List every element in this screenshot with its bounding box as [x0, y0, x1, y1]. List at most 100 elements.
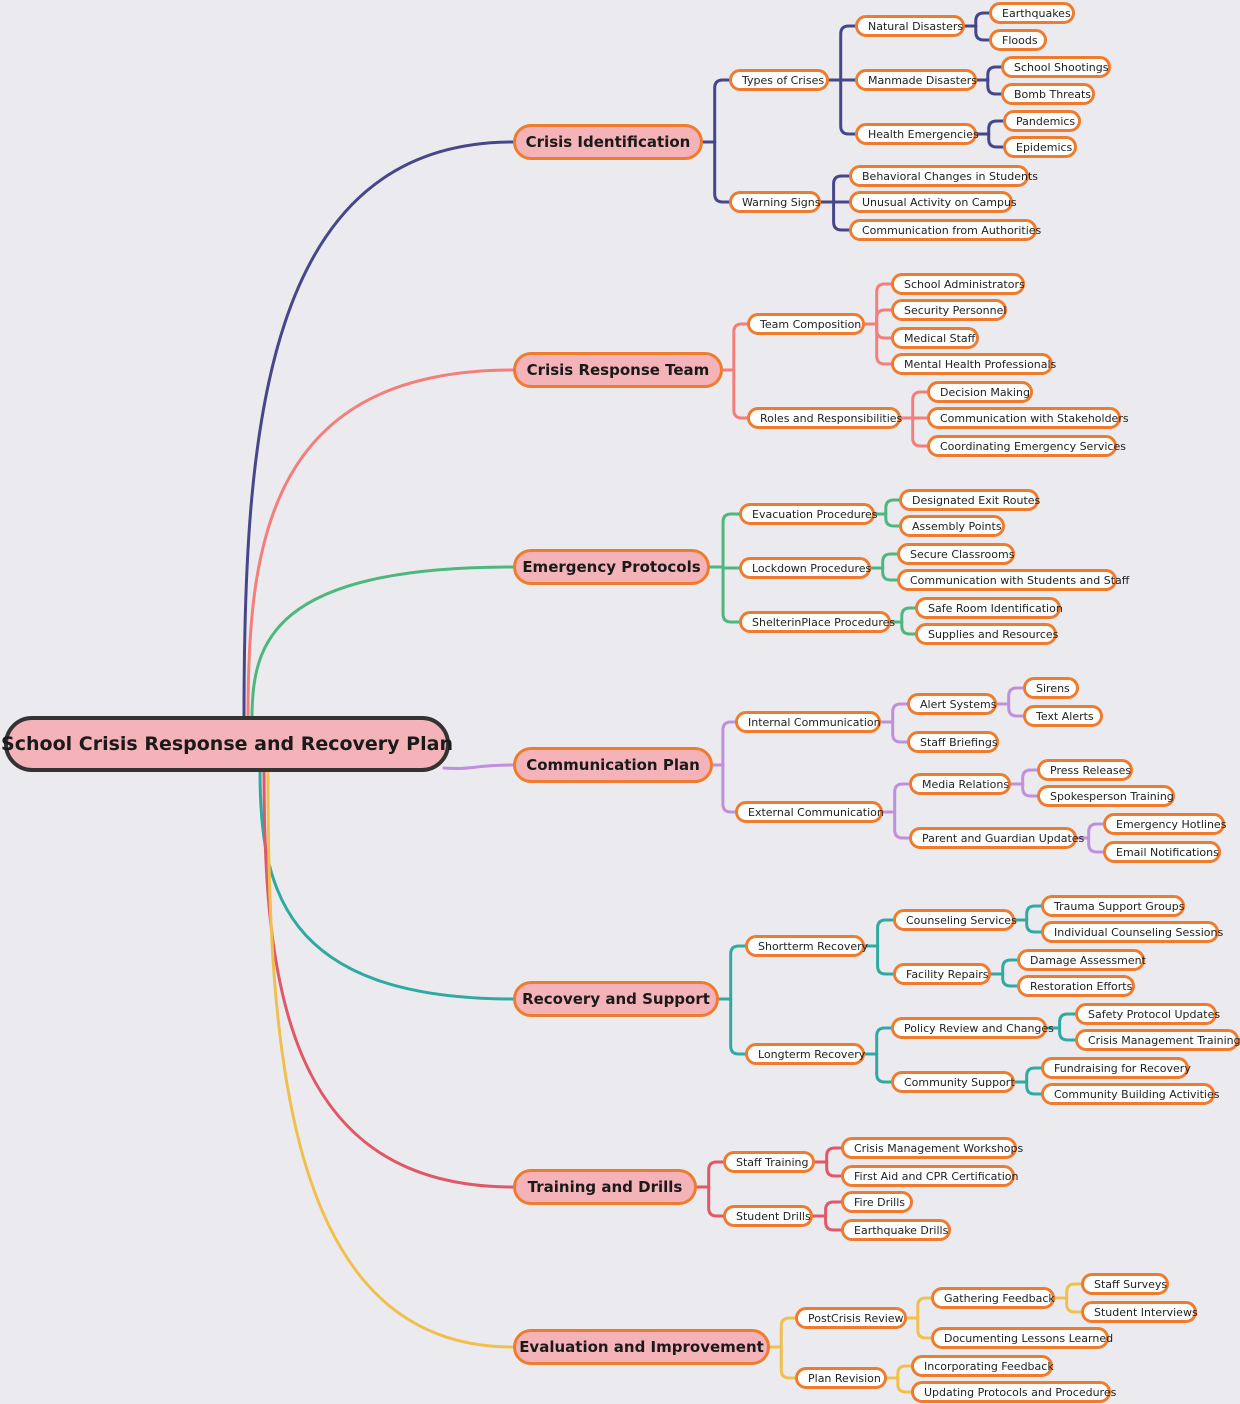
node-media-relations-bracket-link-0 [1021, 768, 1039, 786]
node-safety-protocol-updates: Safety Protocol Updates [1075, 1003, 1220, 1025]
node-lockdown-procedures-label: Lockdown Procedures [752, 561, 872, 575]
node-postcrisis-review-bracket-link-1 [916, 1316, 933, 1340]
node-team-composition-bracket-link-3 [875, 322, 893, 366]
node-external-communication-bracket-link-1 [893, 810, 911, 840]
branch-communication-plan: Communication Plan [513, 747, 713, 783]
node-fire-drills-label: Fire Drills [854, 1195, 906, 1209]
node-roles-and-responsibilities-bracket-link-0 [911, 390, 929, 420]
node-school-shootings-label: School Shootings [1014, 60, 1109, 74]
node-student-drills-bracket-link-0 [824, 1200, 843, 1218]
branch-crisis-response-team: Crisis Response Team [513, 352, 723, 388]
node-shelterinplace-procedures-bracket-link-0 [900, 606, 917, 624]
node-gathering-feedback-bracket-link-1 [1065, 1296, 1083, 1314]
node-shelterinplace-procedures-label: ShelterinPlace Procedures [752, 615, 896, 629]
branch-training-and-drills-curve [262, 768, 515, 1189]
node-community-support-label: Community Support [904, 1075, 1015, 1089]
node-assembly-points: Assembly Points [899, 515, 1005, 537]
branch-recovery-and-support: Recovery and Support [513, 981, 719, 1017]
node-postcrisis-review-label: PostCrisis Review [808, 1311, 904, 1325]
node-team-composition-bracket-link-2 [875, 322, 893, 340]
node-community-building-activities-label: Community Building Activities [1054, 1087, 1220, 1101]
node-evacuation-procedures: Evacuation Procedures [739, 503, 878, 525]
node-behavioral-changes-in-students: Behavioral Changes in Students [849, 165, 1038, 187]
node-internal-communication-bracket-link-1 [891, 720, 909, 744]
node-media-relations-label: Media Relations [922, 777, 1010, 791]
node-gathering-feedback-bracket-link-0 [1065, 1282, 1083, 1300]
node-staff-training-label: Staff Training [736, 1155, 809, 1169]
node-spokesperson-training: Spokesperson Training [1037, 785, 1175, 807]
node-staff-surveys: Staff Surveys [1081, 1273, 1169, 1295]
node-student-interviews: Student Interviews [1081, 1301, 1198, 1323]
node-internal-communication-bracket-link-0 [891, 702, 909, 724]
node-health-emergencies-label: Health Emergencies [868, 127, 979, 141]
node-facility-repairs-label: Facility Repairs [906, 967, 989, 981]
node-security-personnel: Security Personnel [891, 299, 1007, 321]
branch-emergency-protocols-bracket-link-1 [721, 565, 741, 570]
node-epidemics: Epidemics [1003, 136, 1077, 158]
branch-recovery-and-support-label: Recovery and Support [522, 990, 710, 1008]
node-natural-disasters-label: Natural Disasters [868, 19, 964, 33]
node-communication-from-authorities: Communication from Authorities [849, 219, 1041, 241]
branch-evaluation-and-improvement-curve [266, 768, 515, 1349]
node-shortterm-recovery-label: Shortterm Recovery [758, 939, 869, 953]
node-floods-label: Floods [1002, 33, 1038, 47]
node-media-relations: Media Relations [909, 773, 1011, 795]
node-incorporating-feedback-label: Incorporating Feedback [924, 1359, 1054, 1373]
node-parent-and-guardian-updates-label: Parent and Guardian Updates [922, 831, 1085, 845]
node-student-drills: Student Drills [723, 1205, 813, 1227]
branch-emergency-protocols-bracket-link-2 [721, 565, 741, 624]
node-alert-systems-bracket-link-1 [1007, 702, 1025, 718]
node-evacuation-procedures-bracket-link-0 [884, 498, 901, 516]
node-shortterm-recovery: Shortterm Recovery [745, 935, 869, 957]
node-pandemics: Pandemics [1003, 110, 1081, 132]
node-plan-revision: Plan Revision [795, 1367, 887, 1389]
node-incorporating-feedback: Incorporating Feedback [911, 1355, 1054, 1377]
node-lockdown-procedures: Lockdown Procedures [739, 557, 871, 579]
node-health-emergencies-bracket-link-0 [987, 119, 1005, 136]
branch-crisis-identification-label: Crisis Identification [525, 133, 691, 151]
node-email-notifications-label: Email Notifications [1116, 845, 1219, 859]
node-coordinating-emergency-services-label: Coordinating Emergency Services [940, 439, 1126, 453]
node-community-support: Community Support [891, 1071, 1015, 1093]
node-designated-exit-routes-label: Designated Exit Routes [912, 493, 1041, 507]
node-designated-exit-routes: Designated Exit Routes [899, 489, 1041, 511]
branch-emergency-protocols: Emergency Protocols [513, 549, 710, 585]
node-team-composition-bracket-link-1 [875, 308, 893, 326]
node-natural-disasters-bracket-link-0 [974, 11, 991, 28]
node-team-composition-bracket-link-0 [875, 282, 893, 326]
node-staff-surveys-label: Staff Surveys [1094, 1277, 1168, 1291]
node-warning-signs-bracket-link-2 [832, 200, 851, 232]
node-supplies-and-resources: Supplies and Resources [915, 623, 1058, 645]
node-medical-staff: Medical Staff [891, 327, 979, 349]
branch-emergency-protocols-curve [250, 565, 515, 720]
node-unusual-activity-on-campus: Unusual Activity on Campus [849, 191, 1017, 213]
node-manmade-disasters-bracket-link-1 [986, 78, 1003, 96]
node-sirens: Sirens [1023, 677, 1079, 699]
branch-crisis-identification-bracket-link-0 [713, 78, 731, 144]
node-earthquake-drills-label: Earthquake Drills [854, 1223, 949, 1237]
branch-recovery-and-support-bracket-link-0 [729, 944, 747, 1001]
node-safe-room-identification: Safe Room Identification [915, 597, 1063, 619]
branch-recovery-and-support-bracket-link-1 [729, 997, 747, 1056]
branch-communication-plan-label: Communication Plan [526, 756, 700, 774]
node-roles-and-responsibilities-bracket-link-2 [911, 416, 929, 448]
node-school-shootings: School Shootings [1001, 56, 1111, 78]
node-counseling-services-bracket-link-0 [1025, 904, 1043, 922]
node-behavioral-changes-in-students-label: Behavioral Changes in Students [862, 169, 1039, 183]
node-safe-room-identification-label: Safe Room Identification [928, 601, 1063, 615]
node-bomb-threats-label: Bomb Threats [1014, 87, 1091, 101]
branch-emergency-protocols-bracket-link-0 [721, 512, 741, 569]
node-fire-drills: Fire Drills [841, 1191, 913, 1213]
node-types-of-crises-label: Types of Crises [742, 73, 825, 87]
node-longterm-recovery-label: Longterm Recovery [758, 1047, 866, 1061]
node-crisis-management-training: Crisis Management Training [1075, 1029, 1240, 1051]
root-node-label: School Crisis Response and Recovery Plan [1, 733, 453, 755]
node-manmade-disasters: Manmade Disasters [855, 69, 977, 91]
branch-training-and-drills: Training and Drills [513, 1169, 697, 1205]
node-trauma-support-groups-label: Trauma Support Groups [1054, 899, 1185, 913]
node-documenting-lessons-learned-label: Documenting Lessons Learned [944, 1331, 1114, 1345]
node-security-personnel-label: Security Personnel [904, 303, 1007, 317]
node-first-aid-and-cpr-certification: First Aid and CPR Certification [841, 1165, 1018, 1187]
branch-evaluation-and-improvement-bracket-link-0 [779, 1316, 797, 1349]
node-updating-protocols-and-procedures: Updating Protocols and Procedures [911, 1381, 1116, 1403]
